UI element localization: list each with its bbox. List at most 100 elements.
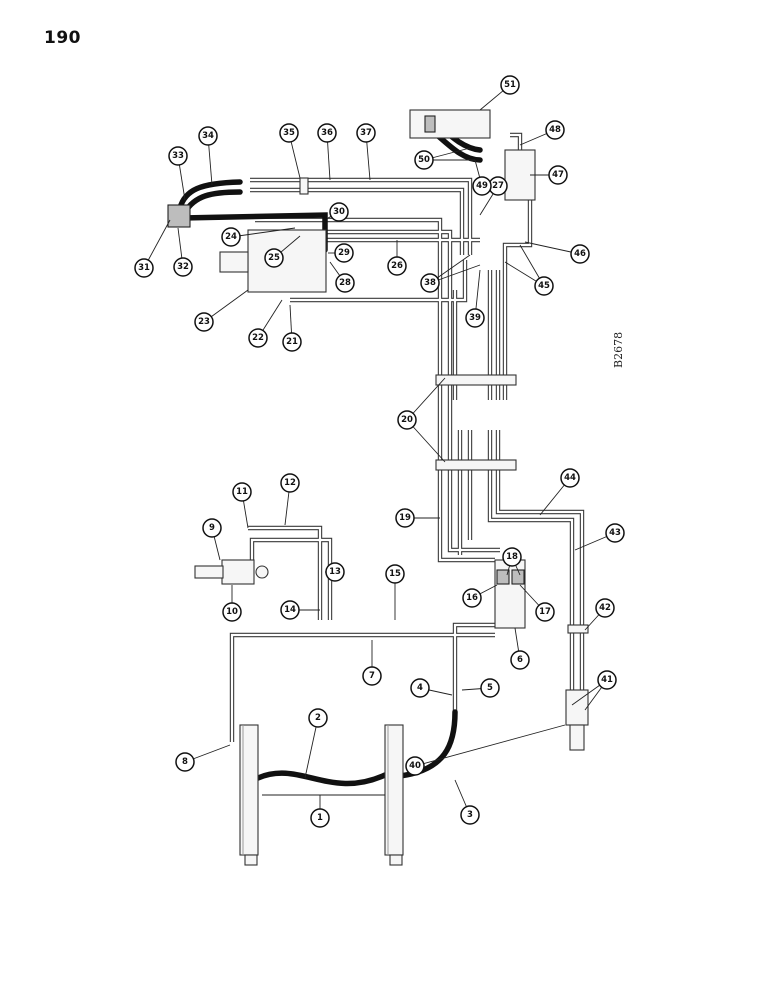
svg-text:22: 22 [252,333,264,343]
svg-text:13: 13 [329,567,341,577]
control-block [494,559,526,629]
svg-text:34: 34 [202,131,214,141]
callout-41: 41 [597,670,617,690]
callout-28: 28 [335,273,355,293]
callout-30: 30 [329,202,349,222]
svg-text:42: 42 [599,603,611,613]
svg-text:31: 31 [138,263,150,273]
callout-24: 24 [221,227,241,247]
svg-text:24: 24 [225,232,237,242]
callout-36: 36 [317,123,337,143]
svg-text:8: 8 [182,757,188,767]
svg-text:26: 26 [391,261,403,271]
callout-34: 34 [198,126,218,146]
callout-40: 40 [405,756,425,776]
svg-text:12: 12 [284,478,296,488]
callout-48: 48 [545,120,565,140]
callout-20: 20 [397,410,417,430]
svg-text:19: 19 [399,513,411,523]
svg-text:25: 25 [268,253,280,263]
callout-45: 45 [534,276,554,296]
svg-text:30: 30 [333,207,345,217]
callout-38: 38 [420,273,440,293]
callout-42: 42 [595,598,615,618]
svg-text:14: 14 [284,605,296,615]
svg-text:49: 49 [476,181,488,191]
callout-13: 13 [325,562,345,582]
svg-text:17: 17 [539,607,551,617]
callout-29: 29 [334,243,354,263]
callout-35: 35 [279,123,299,143]
svg-text:27: 27 [492,181,504,191]
callout-1: 1 [310,808,330,828]
svg-text:6: 6 [517,655,523,665]
svg-text:1: 1 [317,813,323,823]
page-number: 190 [44,28,81,48]
clamp-20b [435,459,517,471]
svg-text:40: 40 [409,761,421,771]
svg-text:21: 21 [286,337,298,347]
callout-37: 37 [356,123,376,143]
callout-51: 51 [500,75,520,95]
callout-4: 4 [410,678,430,698]
callout-17: 17 [535,602,555,622]
callout-44: 44 [560,468,580,488]
svg-text:3: 3 [467,810,473,820]
callout-49: 49 [472,176,492,196]
svg-text:11: 11 [236,487,248,497]
svg-text:51: 51 [504,80,516,90]
svg-text:36: 36 [321,128,333,138]
callout-21: 21 [282,332,302,352]
svg-text:23: 23 [198,317,210,327]
callout-18: 18 [502,547,522,567]
callout-8: 8 [175,752,195,772]
svg-text:2: 2 [315,713,321,723]
svg-text:9: 9 [209,523,215,533]
svg-text:29: 29 [338,248,350,258]
svg-text:50: 50 [418,155,430,165]
svg-text:15: 15 [389,569,401,579]
callout-43: 43 [605,523,625,543]
callout-6: 6 [510,650,530,670]
callout-11: 11 [232,482,252,502]
svg-text:32: 32 [177,262,189,272]
svg-text:48: 48 [549,125,561,135]
callout-25: 25 [264,248,284,268]
callout-47: 47 [548,165,568,185]
components [167,109,589,866]
svg-text:46: 46 [574,249,586,259]
callout-15: 15 [385,564,405,584]
svg-text:38: 38 [424,278,436,288]
callout-16: 16 [462,588,482,608]
callout-39: 39 [465,308,485,328]
callout-19: 19 [395,508,415,528]
callout-31: 31 [134,258,154,278]
callout-5: 5 [480,678,500,698]
callout-22: 22 [248,328,268,348]
callout-26: 26 [387,256,407,276]
cylinder-upper [239,724,259,866]
svg-text:10: 10 [226,607,238,617]
hose-33 [177,179,243,211]
svg-text:44: 44 [564,473,576,483]
callout-50: 50 [414,150,434,170]
callout-7: 7 [362,666,382,686]
svg-text:16: 16 [466,593,478,603]
pump-31 [167,204,191,228]
svg-text:47: 47 [552,170,564,180]
svg-text:35: 35 [283,128,295,138]
svg-text:37: 37 [360,128,372,138]
svg-text:45: 45 [538,281,550,291]
svg-text:28: 28 [339,278,351,288]
cylinder-lower [384,724,404,866]
svg-text:7: 7 [369,671,375,681]
svg-text:4: 4 [417,683,423,693]
svg-text:18: 18 [506,552,518,562]
callout-3: 3 [460,805,480,825]
valve-40 [565,689,589,751]
svg-text:41: 41 [601,675,613,685]
callout-2: 2 [308,708,328,728]
svg-text:20: 20 [401,415,413,425]
